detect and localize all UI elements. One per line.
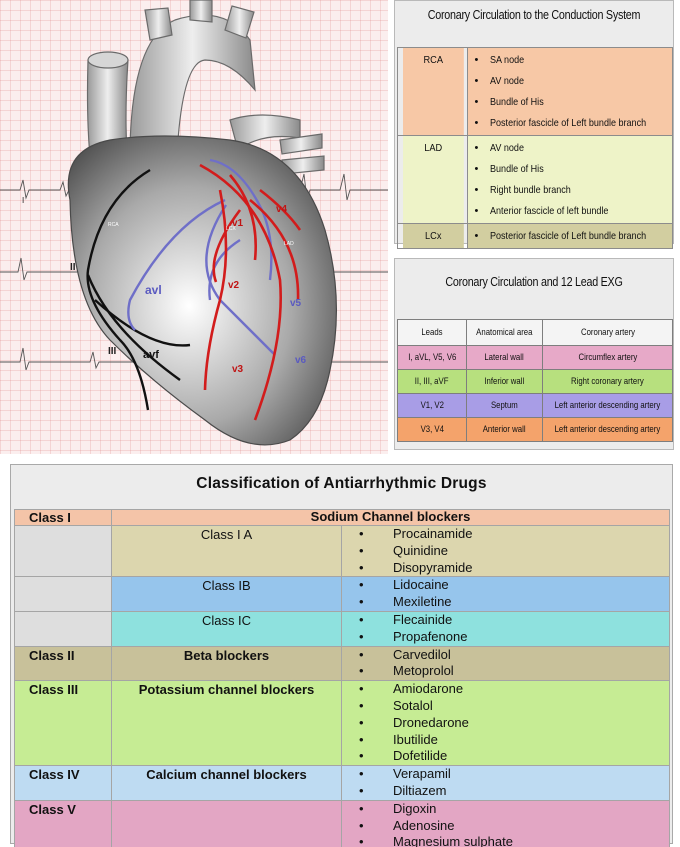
- artery-cell: LCx: [401, 223, 465, 249]
- list-item: Metoprolol: [342, 663, 669, 680]
- list-item: Posterior fascicle of Left bundle branch: [468, 113, 672, 134]
- class-label: Class I: [14, 509, 112, 526]
- class-group: Class IB: [111, 576, 342, 612]
- list-item: Bundle of His: [468, 159, 672, 180]
- list-item: Ibutilide: [342, 732, 669, 749]
- table-row-class-ib: Class IB Lidocaine Mexiletine: [14, 576, 670, 612]
- table-row: I, aVL, V5, V6 Lateral wall Circumflex a…: [397, 345, 673, 370]
- lead-label-v5: v5: [290, 298, 302, 309]
- coronary-conduction-title: Coronary Circulation to the Conduction S…: [427, 8, 641, 22]
- list-item: Carvedilol: [342, 647, 669, 664]
- list-item: Mexiletine: [342, 594, 669, 611]
- column-header: Coronary artery: [580, 327, 635, 338]
- artery-label-lcx: LCX: [226, 226, 236, 232]
- list-item: Posterior fascicle of Left bundle branch: [468, 226, 672, 247]
- pulmonary-vein-1: [279, 133, 323, 155]
- artery-cell: RCA: [401, 47, 465, 136]
- lead-label-v1: v1: [232, 218, 244, 229]
- column-header: Anatomical area: [476, 327, 533, 338]
- list-item: Anterior fascicle of left bundle: [468, 201, 672, 222]
- class-group: Calcium channel blockers: [111, 765, 342, 801]
- table-row-class-iii: Class III Potassium channel blockers Ami…: [14, 680, 670, 767]
- list-item: Diltiazem: [342, 783, 669, 800]
- coronary-ekg-title: Coronary Circulation and 12 Lead EXG: [445, 275, 623, 289]
- class-group: Class IC: [111, 610, 342, 647]
- coronary-ekg-panel: Coronary Circulation and 12 Lead EXG Lea…: [394, 258, 674, 450]
- list-item: AV node: [468, 71, 672, 92]
- list-item: Adenosine: [342, 818, 669, 835]
- list-item: Disopyramide: [342, 560, 669, 577]
- lead-label-i: I: [22, 196, 24, 205]
- list-item: Digoxin: [342, 801, 669, 818]
- table-row-lad: LAD AV node Bundle of His Right bundle b…: [398, 135, 673, 224]
- artery-label-rca: RCA: [108, 222, 119, 228]
- table-row-class-ia: Class I A Procainamide Quinidine Disopyr…: [14, 524, 670, 578]
- left-subclavian: [224, 5, 255, 39]
- list-item: Dofetilide: [342, 748, 669, 765]
- lead-label-v3: v3: [232, 364, 244, 375]
- class-group: Class I A: [111, 524, 342, 578]
- coronary-ekg-table: Leads Anatomical area Coronary artery I,…: [397, 319, 673, 442]
- coronary-conduction-panel: Coronary Circulation to the Conduction S…: [394, 0, 674, 249]
- antiarrhythmic-drugs-panel: Classification of Antiarrhythmic Drugs C…: [10, 464, 673, 847]
- table-row-class-iv: Class IV Calcium channel blockers Verapa…: [14, 765, 670, 801]
- lead-label-ii: II: [70, 262, 76, 273]
- brachiocephalic-artery: [144, 7, 173, 41]
- lead-label-v4: v4: [276, 204, 288, 215]
- coronary-conduction-table: RCA SA node AV node Bundle of His Poster…: [397, 47, 673, 249]
- list-item: Bundle of His: [468, 92, 672, 113]
- class-group: [111, 799, 342, 847]
- class-label: Class III: [14, 680, 112, 767]
- table-row-class-ii: Class II Beta blockers Carvedilol Metopr…: [14, 645, 670, 682]
- list-item: Magnesium sulphate: [342, 834, 669, 847]
- artery-cell: LAD: [401, 135, 465, 224]
- list-item: SA node: [468, 50, 672, 71]
- class-label: Class IV: [14, 765, 112, 801]
- left-anterior-descending-artery: [199, 163, 302, 421]
- heart-illustration: v1 v4 v2 v3 v5 v6 avl avf II III I RCA L…: [0, 0, 388, 446]
- list-item: Verapamil: [342, 766, 669, 783]
- lead-label-avl: avl: [145, 283, 162, 297]
- left-carotid: [189, 0, 213, 23]
- class-group: Beta blockers: [111, 645, 342, 682]
- table-row-rca: RCA SA node AV node Bundle of His Poster…: [398, 47, 673, 136]
- class-label: Class II: [14, 645, 112, 682]
- svc-opening: [87, 51, 129, 69]
- lead-label-v6: v6: [295, 355, 307, 366]
- list-item: Procainamide: [342, 526, 669, 543]
- table-row-lcx: LCx Posterior fascicle of Left bundle br…: [398, 223, 673, 249]
- list-item: Propafenone: [342, 629, 669, 646]
- heart-body: [67, 135, 338, 446]
- lead-label-v2: v2: [228, 280, 240, 291]
- list-item: Quinidine: [342, 543, 669, 560]
- heart-ekg-diagram: v1 v4 v2 v3 v5 v6 avl avf II III I RCA L…: [0, 0, 388, 454]
- table-row-class-ic: Class IC Flecainide Propafenone: [14, 610, 670, 647]
- list-item: Flecainide: [342, 612, 669, 629]
- table-row-class-i-header: Class I Sodium Channel blockers: [14, 509, 670, 526]
- column-header: Leads: [421, 327, 443, 338]
- table-row-class-v: Class V Digoxin Adenosine Magnesium sulp…: [14, 799, 670, 847]
- list-item: AV node: [468, 138, 672, 159]
- table-row: V1, V2 Septum Left anterior descending a…: [397, 393, 673, 418]
- class-group: Sodium Channel blockers: [111, 509, 670, 526]
- list-item: Amiodarone: [342, 681, 669, 698]
- artery-label-lad: LAD: [284, 241, 294, 247]
- right-coronary-artery: [86, 168, 191, 411]
- class-group: Potassium channel blockers: [111, 680, 342, 767]
- drugs-title: Classification of Antiarrhythmic Drugs: [196, 475, 487, 492]
- table-row: V3, V4 Anterior wall Left anterior desce…: [397, 417, 673, 442]
- drugs-table: Class I Sodium Channel blockers Class I …: [14, 509, 670, 847]
- table-header-row: Leads Anatomical area Coronary artery: [397, 319, 673, 346]
- list-item: Dronedarone: [342, 715, 669, 732]
- class-label: Class V: [14, 799, 112, 847]
- table-row: II, III, aVF Inferior wall Right coronar…: [397, 369, 673, 394]
- list-item: Lidocaine: [342, 577, 669, 594]
- list-item: Sotalol: [342, 698, 669, 715]
- lead-label-iii: III: [108, 346, 117, 357]
- lead-label-avf: avf: [143, 349, 159, 361]
- aortic-arch: [129, 14, 256, 176]
- list-item: Right bundle branch: [468, 180, 672, 201]
